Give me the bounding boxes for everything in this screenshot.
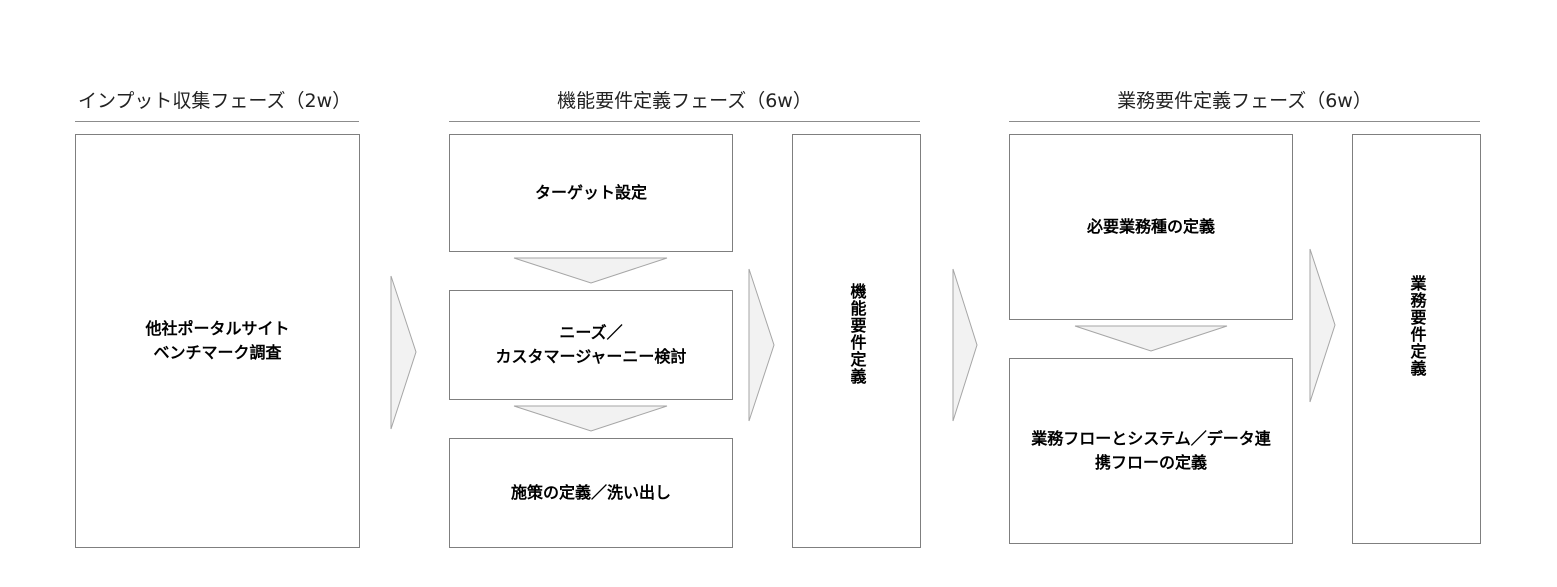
business-requirements-box: 業務要件定義: [1352, 134, 1481, 544]
right-arrow: [952, 268, 978, 422]
step-business-flow: 業務フローとシステム／データ連携フローの定義: [1009, 358, 1293, 544]
benchmark-box: 他社ポータルサイトベンチマーク調査: [75, 134, 360, 548]
step-needs: ニーズ／ カスタマージャーニー検討: [449, 290, 733, 400]
phase-title-business: 業務要件定義フェーズ（6w）: [1117, 90, 1372, 112]
box-text: 携フローの定義: [1094, 453, 1207, 472]
phase-divider: [1009, 121, 1480, 122]
box-text: ニーズ／: [559, 323, 623, 342]
box-text: 必要業務種の定義: [1086, 217, 1215, 236]
box-text: 施策の定義／洗い出し: [510, 483, 671, 502]
box-text: ベンチマーク調査: [153, 343, 282, 362]
step-target: ターゲット設定: [449, 134, 733, 252]
right-arrow: [1309, 248, 1336, 403]
function-requirements-box: 機能要件定義: [792, 134, 921, 548]
box-text: 機能要件定義: [847, 283, 867, 385]
box-text: カスタマージャーニー検討: [495, 347, 687, 366]
down-arrow: [513, 257, 668, 284]
step-business-types: 必要業務種の定義: [1009, 134, 1293, 320]
phase-divider: [75, 121, 359, 122]
down-arrow: [1074, 325, 1228, 352]
box-text: 業務フローとシステム／データ連: [1031, 429, 1271, 448]
right-arrow: [390, 275, 417, 430]
box-text: 他社ポータルサイト: [145, 319, 290, 338]
down-arrow: [513, 405, 668, 432]
step-measures: 施策の定義／洗い出し: [449, 438, 733, 548]
phase-divider: [449, 121, 920, 122]
right-arrow: [748, 268, 775, 422]
box-text: ターゲット設定: [534, 183, 647, 202]
phase-title-function: 機能要件定義フェーズ（6w）: [557, 90, 812, 112]
box-text: 業務要件定義: [1407, 275, 1427, 377]
phase-title-input: インプット収集フェーズ（2w）: [78, 90, 352, 112]
